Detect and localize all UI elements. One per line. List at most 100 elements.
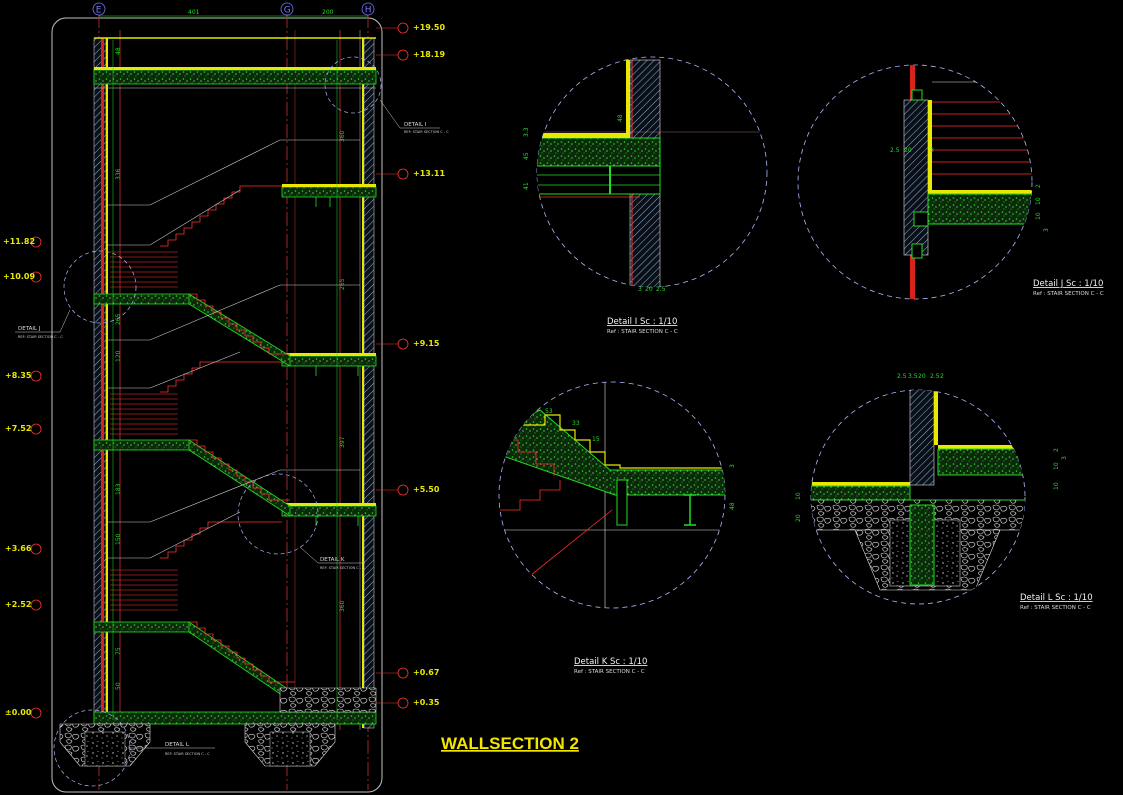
grid-dim-2: 200 [322,9,334,16]
dim-main-2: 336 [115,168,122,180]
detail-j-dim: 3 [1043,228,1050,232]
detail-l-dim: 10 [795,492,802,500]
level-label: +3.66 [5,544,32,553]
level-label: ±0.00 [5,708,32,717]
detail-l-dim: 2 [1053,448,1060,452]
level-marker: +3.66 [5,543,42,555]
level-marker: +19.50 [376,22,445,34]
detail-callouts: DETAIL I REF: STAIR SECTION C - C DETAIL… [15,56,449,787]
level-label: +9.15 [413,339,440,348]
main-wall-section: E G H 401 200 [3,2,449,793]
level-label: +0.67 [413,668,439,677]
detail-i-title: Detail I Sc : 1/10 [607,317,677,327]
detail-j-title: Detail J Sc : 1/10 [1033,279,1103,289]
callout-detail-j-ref: REF: STAIR SECTION C - C [18,335,63,339]
detail-i-dim: 3 [638,286,642,293]
dim-main-4: 183 [115,483,122,495]
level-marker: ±0.00 [5,707,42,719]
detail-l-dim: 10 [1053,482,1060,490]
detail-i-dim: 2.5 [656,286,666,293]
callout-detail-i-ref: REF: STAIR SECTION C - C [404,130,449,134]
level-label: +18.19 [413,50,445,59]
level-markers-right: +19.50 +18.19 +13.11 +9.15 +5.50 +0.67 +… [376,22,445,709]
detail-i-dim: 20 [645,286,653,293]
dim-main-6: 360 [339,130,346,142]
callout-detail-l-ref: REF: STAIR SECTION C - C [165,752,210,756]
detail-i-dim: 48 [617,114,624,122]
dim-main-12: 75 [115,647,122,655]
grid-axis-h: H [365,6,372,16]
detail-l-dim: 3 [1061,456,1068,460]
detail-i-dim: 3.3 [523,127,530,137]
detail-k-dim: 15 [592,436,600,443]
level-marker: +13.11 [376,168,445,180]
sheet-title: WALLSECTION 2 [441,734,579,753]
detail-l: 2.5 3.5 20 2.5 2 2 10 10 3 10 20 Detail … [795,373,1093,611]
dim-main-1: 48 [115,47,122,55]
dim-main-7: 265 [339,278,346,290]
detail-l-dim: 10 [1053,462,1060,470]
level-label: +19.50 [413,23,445,32]
level-marker: +0.67 [376,667,439,679]
detail-l-dim: 20 [918,373,926,380]
level-marker: +7.52 [5,423,42,435]
detail-i-dim: 45 [523,152,530,160]
detail-j-dim: 10 [1035,212,1042,220]
detail-j-dim: 20 [904,147,912,154]
level-label: +2.52 [5,600,31,609]
level-marker: +2.52 [5,599,42,611]
level-marker: +0.35 [376,697,440,709]
level-marker: +5.50 [376,484,440,496]
callout-detail-i: DETAIL I [404,122,427,128]
detail-k-title: Detail K Sc : 1/10 [574,657,647,667]
detail-j-dim: 2.5 [890,147,900,154]
detail-l-dim: 2.5 [930,373,940,380]
detail-k-dim: 3 [729,464,736,468]
level-label: +0.35 [413,698,440,707]
dim-main-3: 265 [115,313,122,325]
detail-k: 53 33 15 3 48 Detail K Sc : 1/10 Ref : S… [498,381,736,675]
level-label: +13.11 [413,169,445,178]
level-marker: +9.15 [376,338,440,350]
detail-l-title: Detail L Sc : 1/10 [1020,593,1093,603]
dim-main-9: 360 [339,600,346,612]
dim-main-5: 50 [115,682,122,690]
callout-detail-j: DETAIL J [18,326,41,332]
detail-j-ref: Ref : STAIR SECTION C - C [1033,291,1104,297]
detail-l-dim: 3.5 [908,373,918,380]
detail-j-dim: 10 [1035,197,1042,205]
vertical-dimension-chain: 48 336 265 183 50 360 265 397 360 120 15… [112,40,346,720]
callout-detail-k: DETAIL K [320,557,345,563]
level-label: +5.50 [413,485,440,494]
detail-i-dim: 41 [523,182,530,190]
sheet-frame [51,17,383,793]
dim-main-11: 150 [115,533,122,545]
detail-l-ref: Ref : STAIR SECTION C - C [1020,605,1091,611]
detail-k-dim: 33 [572,420,580,427]
dim-main-10: 120 [115,350,122,362]
level-label: +7.52 [5,424,31,433]
detail-l-dim: 20 [795,514,802,522]
level-marker: +8.35 [5,370,42,382]
detail-i-ref: Ref : STAIR SECTION C - C [607,329,678,335]
detail-k-ref: Ref : STAIR SECTION C - C [574,669,645,675]
dim-main-8: 397 [339,436,346,448]
detail-j-dim: 2 [1035,184,1042,188]
detail-j: 2.5 20 3 2 10 10 3 Detail J Sc : 1/10 Re… [797,64,1104,300]
detail-j-dim: 3 [930,147,934,154]
detail-i: 3.3 45 41 48 3 20 2.5 Detail I Sc : 1/10… [523,56,768,335]
callout-detail-l: DETAIL L [165,742,190,748]
grid-dim-1: 401 [188,9,200,16]
level-markers-left: +11.82 +10.09 +8.35 +7.52 +3.66 +2.52 ±0… [3,236,42,719]
level-label: +8.35 [5,371,32,380]
level-label: +11.82 [3,237,35,246]
grid-axis-e: E [96,6,102,16]
detail-l-dim: 2.5 [897,373,907,380]
level-label: +10.09 [3,272,35,281]
level-marker: +10.09 [3,271,42,283]
grid-axis-g: G [284,6,291,16]
detail-k-dim: 53 [545,408,553,415]
detail-k-dim: 48 [729,502,736,510]
detail-l-dim: 2 [940,373,944,380]
